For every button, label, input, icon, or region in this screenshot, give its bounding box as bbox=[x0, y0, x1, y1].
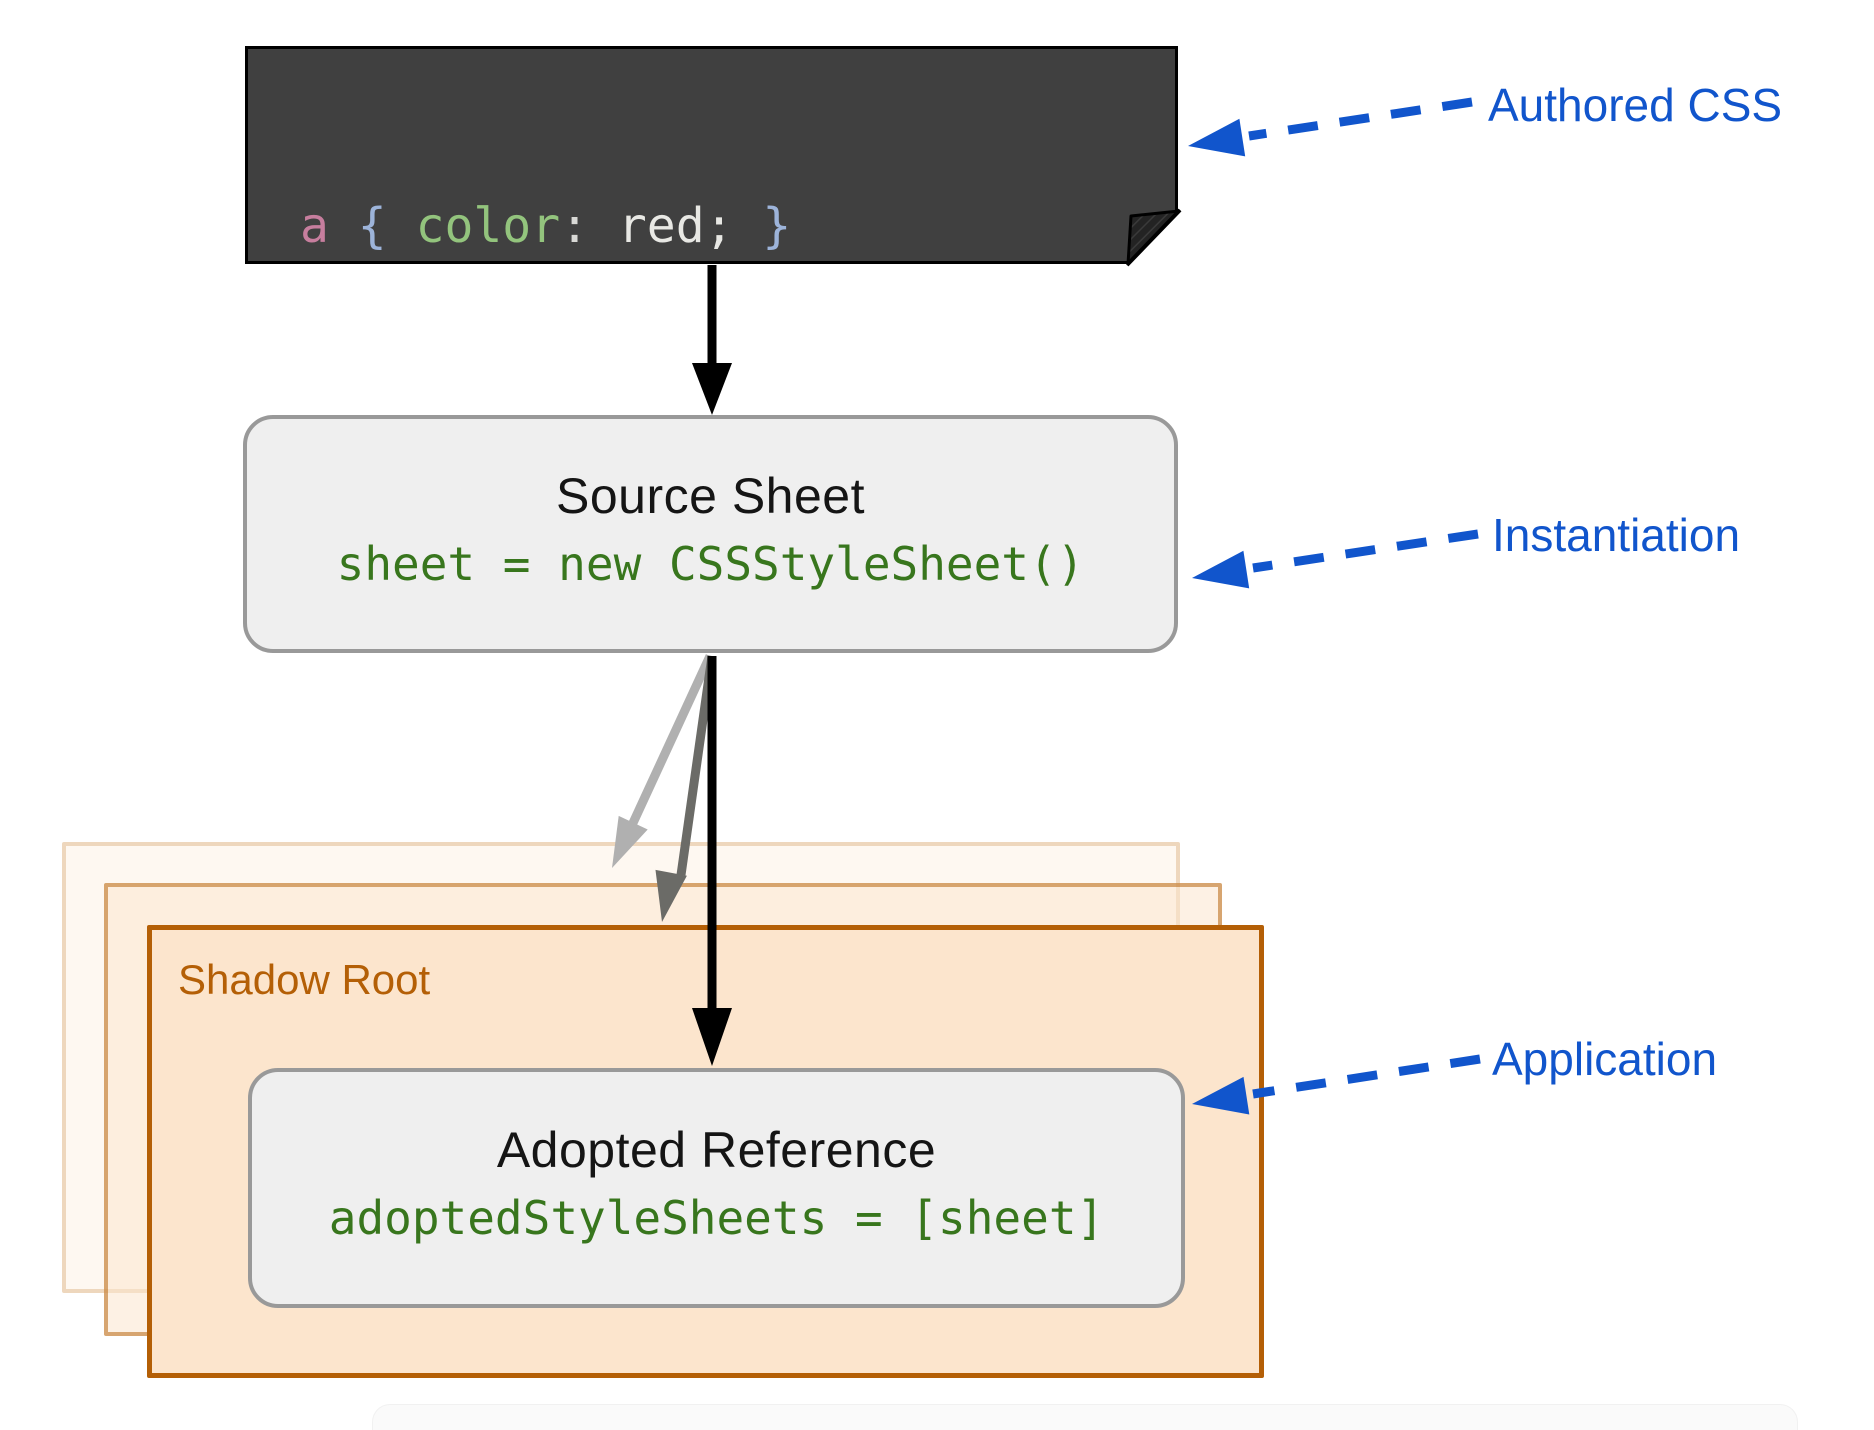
css-close-brace: } bbox=[762, 198, 792, 254]
authored-css-note: a { color: red; } p { padding: 10px; } bbox=[245, 46, 1178, 264]
cropped-bottom-panel bbox=[372, 1404, 1798, 1430]
adopted-reference-box: Adopted Reference adoptedStyleSheets = [… bbox=[248, 1068, 1185, 1308]
css-property: color bbox=[415, 198, 561, 254]
css-open-brace: { bbox=[328, 198, 416, 254]
css-value: red; bbox=[617, 198, 763, 254]
source-sheet-title: Source Sheet bbox=[556, 468, 865, 524]
adopted-reference-title: Adopted Reference bbox=[496, 1122, 937, 1178]
instantiation-annotation-arrow bbox=[1192, 529, 1479, 589]
arrow-authored-to-source bbox=[692, 265, 732, 415]
authored-annotation-arrow bbox=[1188, 97, 1473, 157]
source-sheet-code: sheet = new CSSStyleSheet() bbox=[336, 537, 1085, 591]
instantiation-annotation: Instantiation bbox=[1492, 509, 1741, 561]
authored-css-annotation: Authored CSS bbox=[1488, 79, 1783, 131]
css-colon: : bbox=[560, 198, 618, 254]
css-rule-line: a { color: red; } bbox=[300, 197, 878, 256]
arrow-source-to-back-shadow-root bbox=[612, 654, 715, 868]
source-sheet-box: Source Sheet sheet = new CSSStyleSheet() bbox=[243, 415, 1178, 653]
shadow-root-label: Shadow Root bbox=[178, 956, 431, 1003]
css-selector: a bbox=[300, 198, 329, 254]
adopted-reference-code: adoptedStyleSheets = [sheet] bbox=[328, 1191, 1105, 1245]
application-annotation: Application bbox=[1492, 1033, 1718, 1085]
